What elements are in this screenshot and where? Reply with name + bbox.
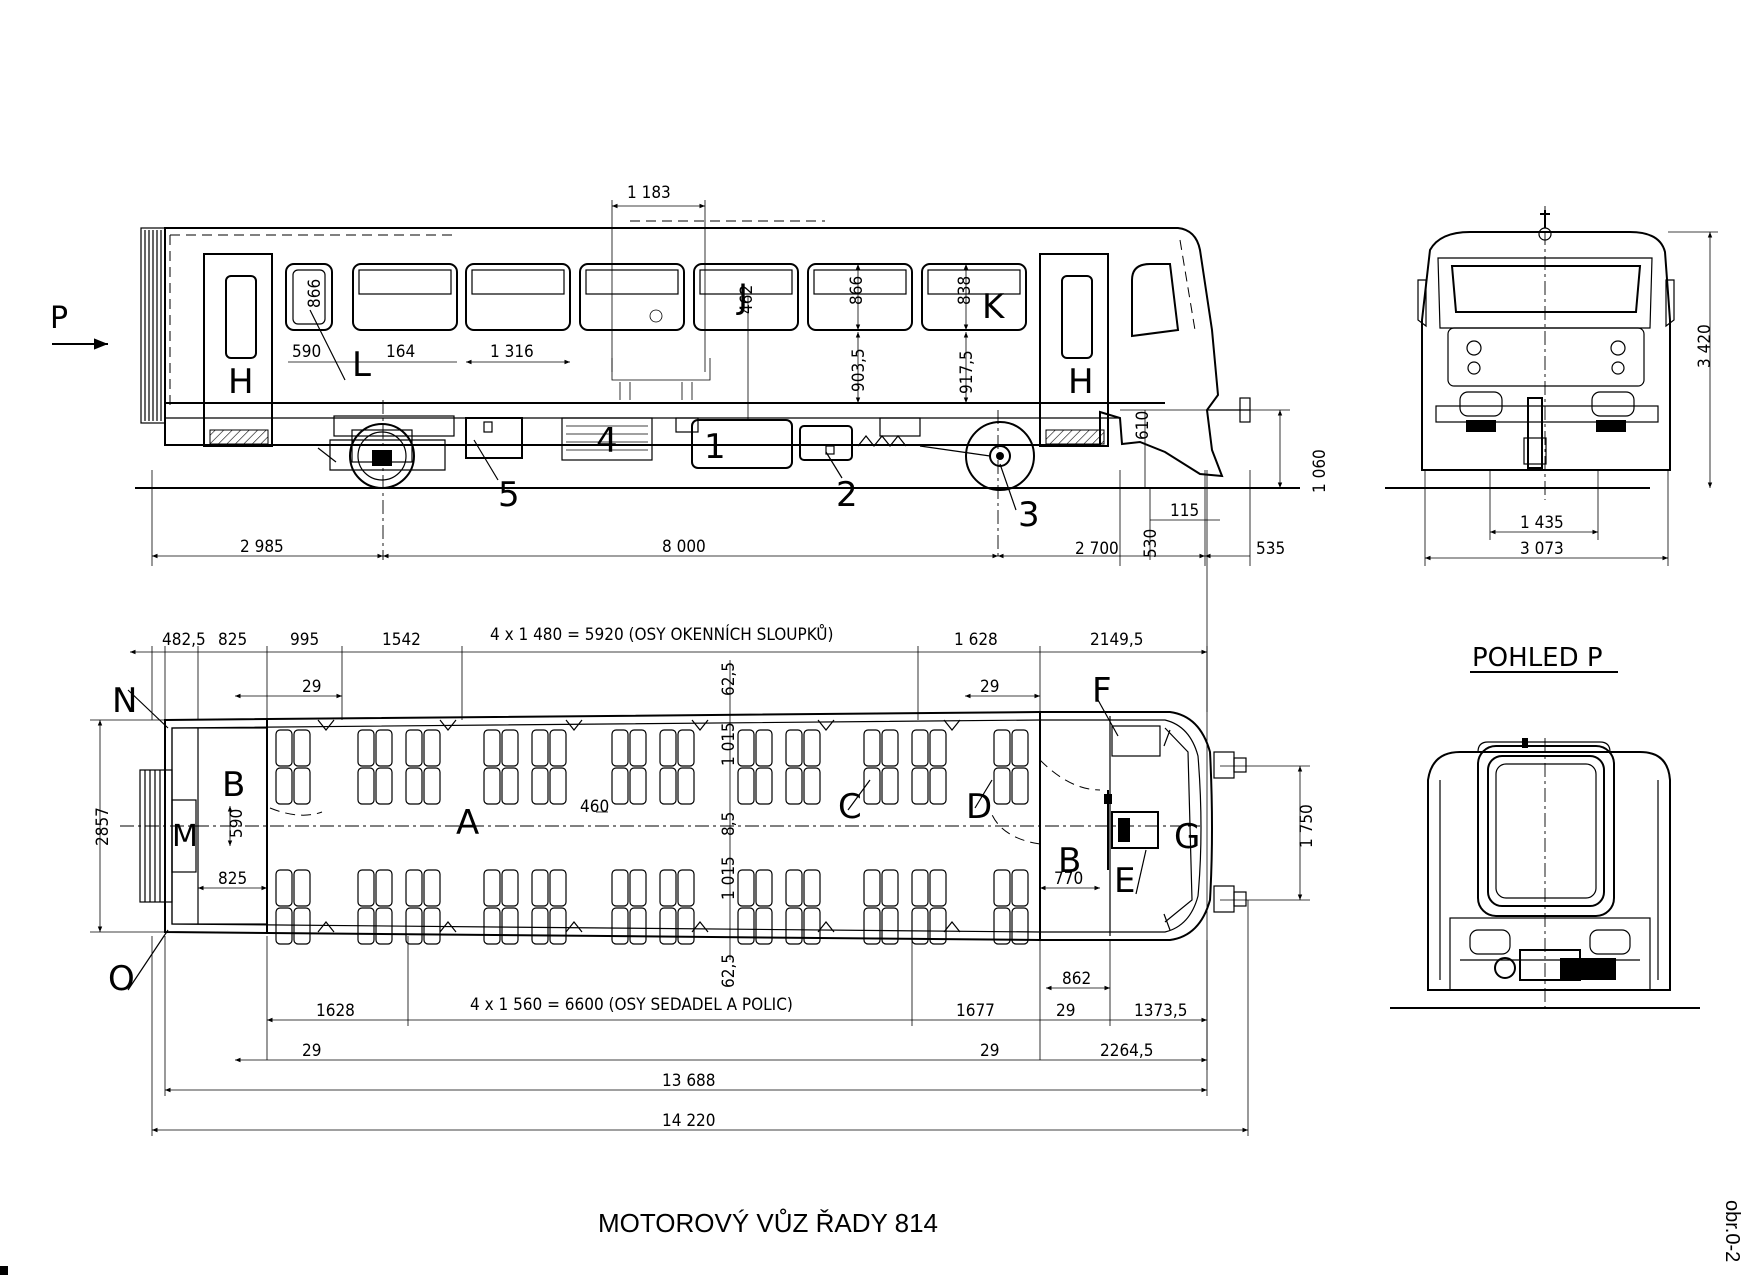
dim-825-top: 825: [218, 630, 247, 650]
dim-1750: 1 750: [1297, 804, 1317, 848]
plan-view: [90, 646, 1310, 1136]
dim-29-bottom-left: 29: [302, 1041, 321, 1061]
dim-1373-5: 1373,5: [1134, 1001, 1188, 1021]
dim-460: 460: [580, 797, 609, 817]
dim-1015-lower: 1 015: [719, 856, 739, 900]
dim-482-5: 482,5: [162, 630, 206, 650]
dim-115: 115: [1170, 501, 1199, 521]
dim-1628-top: 1 628: [954, 630, 998, 650]
bellows-plan: [139, 769, 197, 903]
dim-sill-height: 903,5: [849, 348, 869, 392]
label-n: N: [112, 681, 137, 721]
label-b-left: B: [222, 765, 245, 805]
dim-1316: 1 316: [490, 342, 534, 362]
dim-window-height: 866: [847, 276, 867, 305]
dim-590-plan: 590: [227, 809, 247, 838]
bogie-left: [317, 415, 455, 489]
figure-reference: obr.0-2: [1721, 1200, 1743, 1262]
seats-lower: [275, 869, 1029, 945]
dim-2264-5: 2264,5: [1100, 1041, 1154, 1061]
label-j: J: [736, 277, 748, 317]
dim-62-5-top: 62,5: [719, 662, 739, 696]
dim-29-top-left: 29: [302, 677, 321, 697]
front-view: [1385, 206, 1718, 566]
dim-1542: 1542: [382, 630, 421, 650]
dim-2985: 2 985: [240, 537, 284, 557]
label-g: G: [1174, 817, 1200, 857]
arrow-label-p: P: [50, 301, 68, 336]
dim-610: 610: [1133, 411, 1153, 440]
dim-995: 995: [290, 630, 319, 650]
dim-3420: 3 420: [1695, 324, 1715, 368]
dim-seat-height: 462: [737, 285, 757, 314]
component-5: 5: [498, 475, 520, 515]
label-b-right: B: [1058, 841, 1081, 881]
component-4: 4: [596, 421, 618, 461]
dim-seat-axes: 4 x 1 560 = 6600 (OSY SEDADEL A POLIC): [470, 995, 793, 1015]
bellows: [140, 227, 166, 424]
door-right: [1039, 253, 1109, 447]
dim-164: 164: [386, 342, 415, 362]
dim-14220: 14 220: [662, 1111, 716, 1131]
drawing-title: MOTOROVÝ VŮZ ŘADY 814: [598, 1207, 938, 1238]
dim-1060: 1 060: [1310, 449, 1330, 493]
label-h-left: H: [228, 362, 254, 402]
dim-8000: 8 000: [662, 537, 706, 557]
dim-2149-5: 2149,5: [1090, 630, 1144, 650]
label-l: L: [352, 345, 371, 385]
dim-window-height-left: 866: [305, 279, 325, 308]
dim-1677: 1677: [956, 1001, 995, 1021]
dim-2857: 2857: [93, 807, 113, 846]
dim-window-height-right: 838: [955, 276, 975, 305]
label-o: O: [108, 959, 135, 999]
dim-window-pillars: 4 x 1 480 = 5920 (OSY OKENNÍCH SLOUPKŮ): [490, 623, 833, 645]
side-view: [52, 200, 1300, 1070]
dim-sill-height-right: 917,5: [957, 350, 977, 394]
label-c: C: [838, 787, 862, 827]
label-e: E: [1114, 861, 1135, 901]
component-1: 1: [704, 427, 726, 467]
dim-window-width: 1 183: [627, 183, 671, 203]
dim-530: 530: [1141, 529, 1161, 558]
label-d: D: [966, 787, 992, 827]
label-k: K: [982, 287, 1006, 327]
label-h-right: H: [1068, 362, 1094, 402]
dim-3073: 3 073: [1520, 539, 1564, 559]
dim-535: 535: [1256, 539, 1285, 559]
dim-1628-bottom: 1628: [316, 1001, 355, 1021]
dim-1435: 1 435: [1520, 513, 1564, 533]
dim-8-5: 8,5: [719, 812, 739, 836]
dim-770: 770: [1054, 869, 1083, 889]
label-f: F: [1092, 671, 1112, 711]
dim-13688: 13 688: [662, 1071, 716, 1091]
dim-62-5-bottom: 62,5: [719, 954, 739, 988]
label-m: M: [172, 819, 198, 854]
side-windows: [352, 263, 1027, 331]
component-2: 2: [836, 475, 858, 515]
component-3: 3: [1018, 495, 1040, 535]
dim-2700: 2 700: [1075, 539, 1119, 559]
dim-862: 862: [1062, 969, 1091, 989]
dim-29-bottom-right: 29: [980, 1041, 999, 1061]
dim-825-plan: 825: [218, 869, 247, 889]
view-label: POHLED P: [1472, 643, 1603, 673]
door-left: [203, 253, 273, 447]
seats-upper: [275, 729, 1029, 805]
dim-29-bottom-mid: 29: [1056, 1001, 1075, 1021]
dim-1015-upper: 1 015: [719, 722, 739, 766]
rear-view: [1390, 738, 1700, 1010]
label-a: A: [456, 803, 479, 843]
dim-590: 590: [292, 342, 321, 362]
dim-29-top-right: 29: [980, 677, 999, 697]
